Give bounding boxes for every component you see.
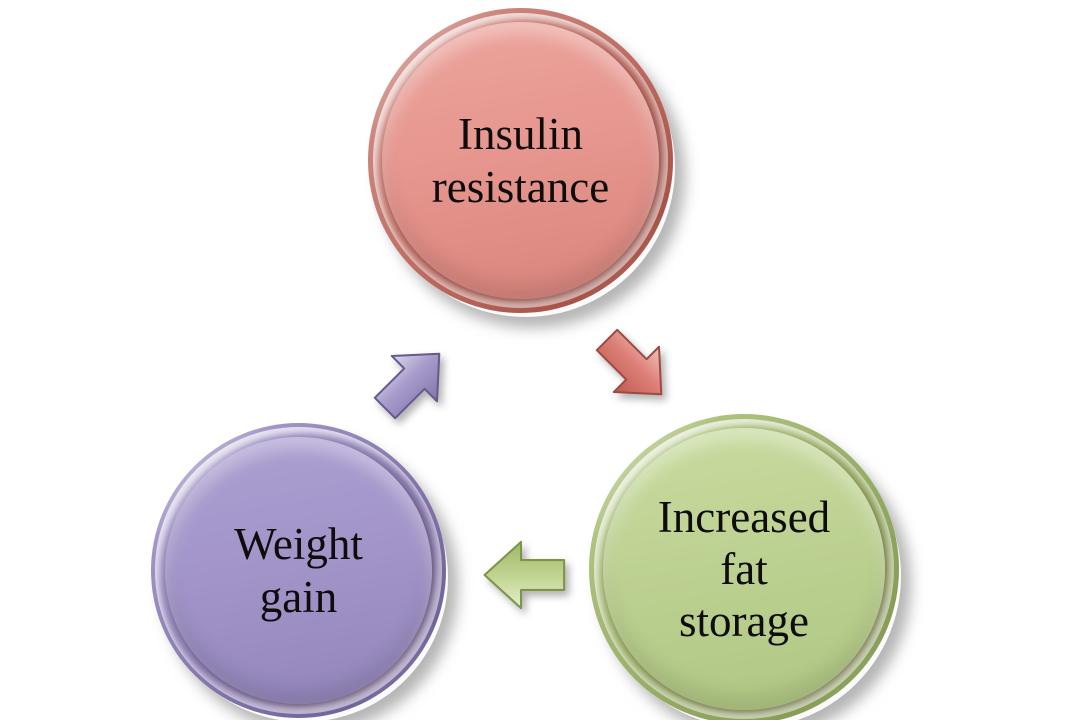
node-insulin-resistance: Insulin resistance (368, 8, 673, 313)
weight-to-insulin-arrow-icon (373, 352, 441, 420)
label-line: gain (259, 571, 338, 622)
block-arrow-shape (483, 540, 566, 610)
node-increased-fat-storage-label: Increased fat storage (658, 491, 830, 648)
label-line: storage (679, 596, 809, 647)
label-line: Increased (657, 491, 831, 542)
block-arrow-shape (595, 328, 663, 396)
label-line: Insulin (457, 109, 583, 160)
node-insulin-resistance-face: Insulin resistance (382, 22, 659, 299)
label-line: fat (720, 543, 768, 594)
node-weight-gain: Weight gain (151, 423, 446, 718)
label-line: Weight (234, 519, 363, 570)
label-line: resistance (431, 161, 610, 212)
node-weight-gain-label: Weight gain (234, 518, 363, 622)
node-insulin-resistance-label: Insulin resistance (432, 108, 609, 212)
block-arrow-shape (373, 352, 441, 420)
node-increased-fat-storage: Increased fat storage (589, 414, 899, 720)
fat-to-weight-arrow-icon (483, 540, 566, 610)
node-increased-fat-storage-face: Increased fat storage (603, 428, 885, 710)
insulin-to-fat-arrow-icon (595, 328, 663, 396)
node-weight-gain-face: Weight gain (164, 436, 433, 705)
